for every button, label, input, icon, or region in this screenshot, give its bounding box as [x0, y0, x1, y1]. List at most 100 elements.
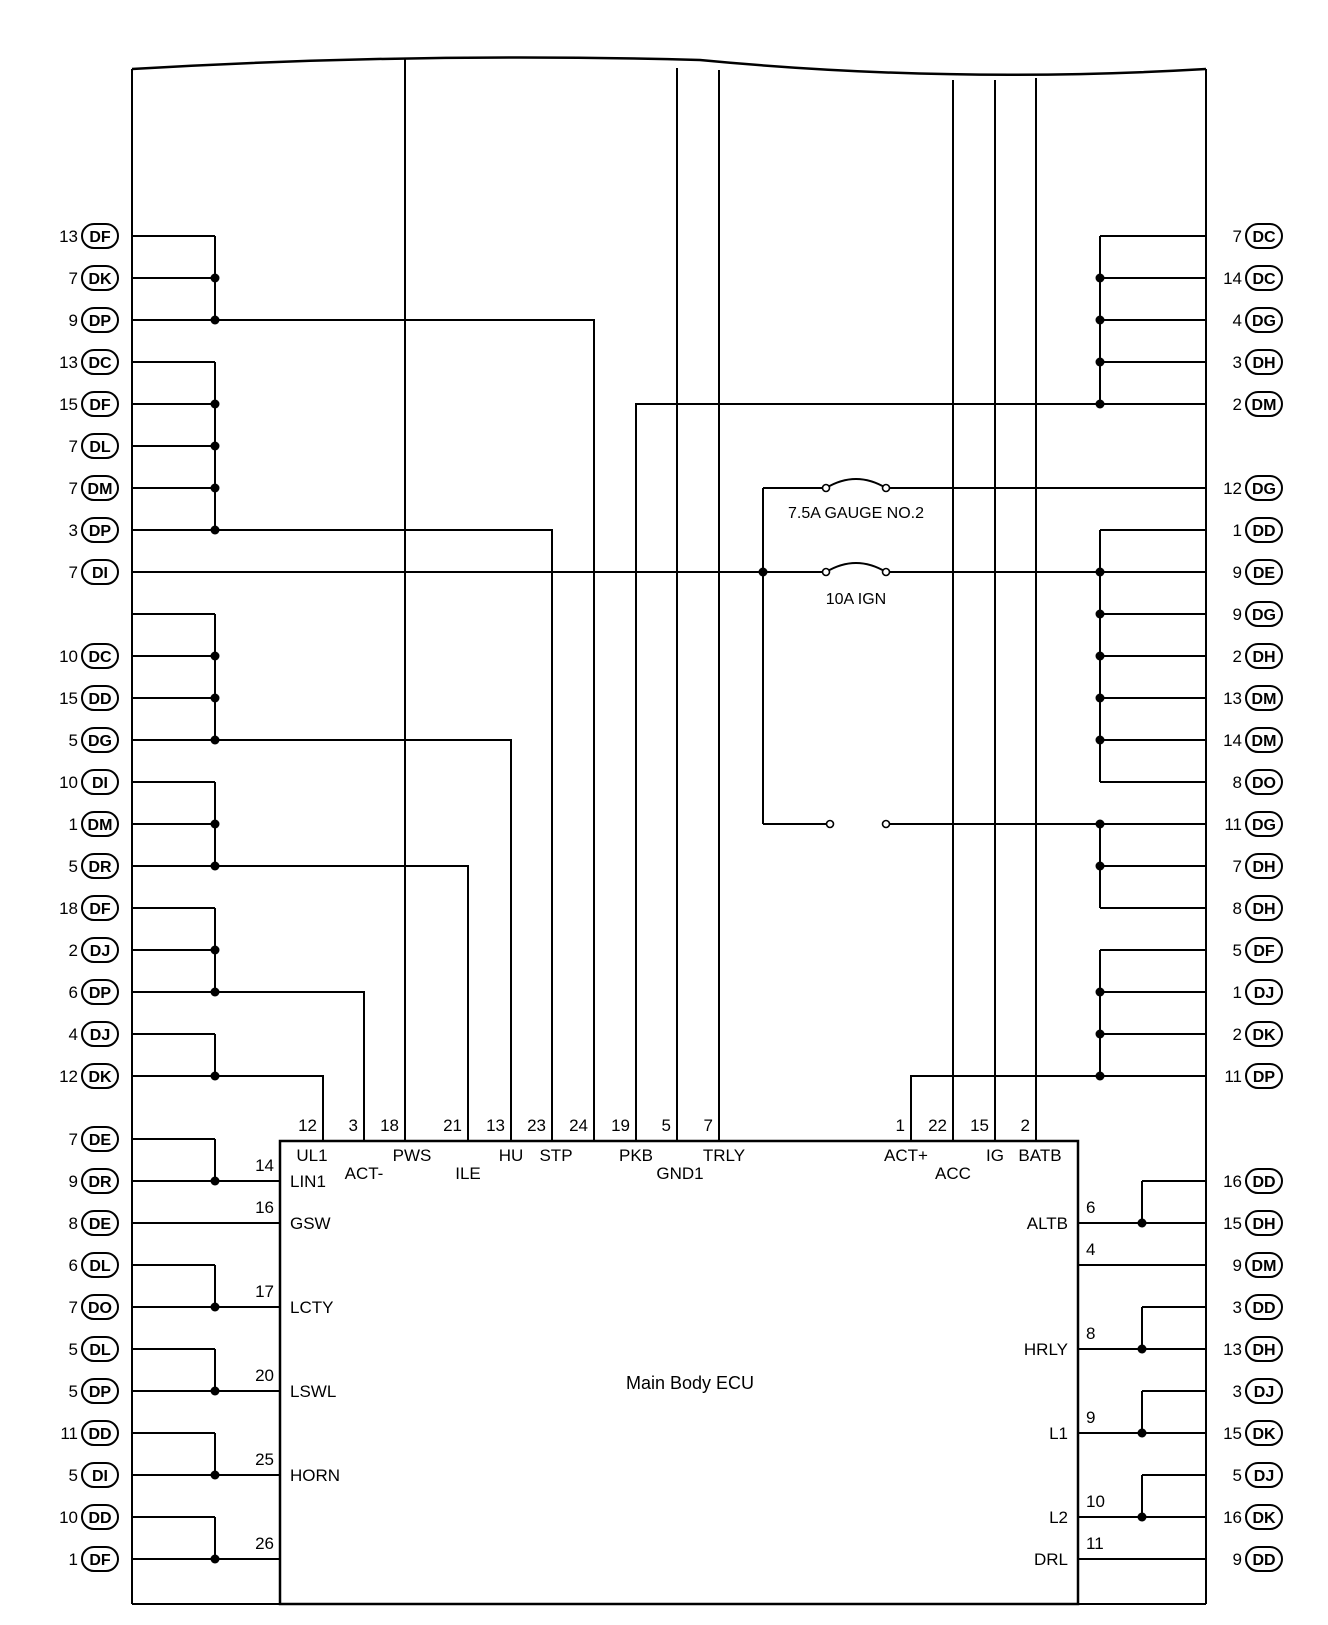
- connector-oval: [1245, 475, 1283, 501]
- left-connector-10: 15 DD: [59, 685, 119, 711]
- connector-pin-number: 3: [1233, 353, 1242, 372]
- wire-pin3: [215, 991, 365, 1141]
- connector-code: DC: [88, 649, 112, 666]
- ecu-right-pin-number: 11: [1086, 1534, 1104, 1553]
- connector-oval: [1245, 769, 1283, 795]
- junction-dot: [1095, 609, 1105, 619]
- connector-oval: [81, 517, 119, 543]
- connector-code: DD: [88, 691, 111, 708]
- ecu-left-pin-signal: LCTY: [290, 1298, 333, 1317]
- connector-pin-number: 15: [1223, 1214, 1242, 1233]
- ecu-right-pin-number: 8: [1086, 1324, 1095, 1343]
- connector-pin-number: 1: [1233, 521, 1242, 540]
- connector-pin-number: 7: [1233, 857, 1242, 876]
- junction-dot: [210, 861, 220, 871]
- junction-dot: [210, 441, 220, 451]
- connector-oval: [81, 895, 119, 921]
- connector-pin-number: 7: [1233, 227, 1242, 246]
- connector-oval: [1245, 895, 1283, 921]
- connector-oval: [1245, 1336, 1283, 1362]
- left-connector-9: 10 DC: [59, 643, 119, 669]
- connector-code: DD: [1252, 1552, 1275, 1569]
- connector-oval: [81, 433, 119, 459]
- connector-oval: [1245, 391, 1283, 417]
- connector-oval: [81, 727, 119, 753]
- connector-code: DJ: [1254, 1468, 1274, 1485]
- connector-oval: [81, 1168, 119, 1194]
- connector-oval: [81, 1021, 119, 1047]
- ecu-top-pin-signal: PKB: [619, 1146, 653, 1165]
- connector-pin-number: 1: [69, 815, 78, 834]
- right-connector-14: 7 DH: [1233, 853, 1283, 879]
- wire-pin12: [215, 1075, 324, 1141]
- connector-oval: [1245, 979, 1283, 1005]
- connector-code: DG: [1252, 817, 1276, 834]
- junction-dot: [1137, 1428, 1147, 1438]
- wire-pin19: [635, 403, 1100, 1141]
- junctions: [210, 273, 1147, 1564]
- ecu-left-pin-number: 16: [255, 1198, 274, 1217]
- connector-code: DG: [1252, 481, 1276, 498]
- connector-code: DD: [1252, 1300, 1275, 1317]
- connector-code: DJ: [90, 1027, 110, 1044]
- connector-pin-number: 5: [1233, 1466, 1242, 1485]
- connector-code: DP: [89, 985, 112, 1002]
- open-terminal: [881, 483, 891, 493]
- ecu-right-pin-number: 10: [1086, 1492, 1105, 1511]
- fuse-ign-label: 10A IGN: [826, 591, 886, 608]
- connector-pin-number: 9: [69, 1172, 78, 1191]
- connector-oval: [81, 307, 119, 333]
- junction-dot: [1095, 1071, 1105, 1081]
- open-terminal: [821, 567, 831, 577]
- connector-pin-number: 7: [69, 437, 78, 456]
- connector-oval: [1245, 727, 1283, 753]
- connector-pin-number: 10: [59, 647, 78, 666]
- connector-pin-number: 15: [59, 689, 78, 708]
- connector-pin-number: 16: [1223, 1508, 1242, 1527]
- connector-code: DE: [89, 1132, 112, 1149]
- connector-code: DL: [89, 1342, 111, 1359]
- junction-dot: [1137, 1344, 1147, 1354]
- ecu-top-pin-number: 7: [704, 1116, 713, 1135]
- junction-dot: [758, 567, 768, 577]
- wire-pin23: [215, 529, 553, 1141]
- connector-oval: [1245, 1021, 1283, 1047]
- ecu-top-pin-signal: ACC: [935, 1164, 971, 1183]
- ecu-top-pin-number: 24: [569, 1116, 588, 1135]
- junction-dot: [210, 693, 220, 703]
- connector-code: DH: [1252, 859, 1275, 876]
- junction-dot: [1095, 735, 1105, 745]
- connector-pin-number: 7: [69, 479, 78, 498]
- connector-code: DD: [88, 1510, 111, 1527]
- wire-pin24: [215, 319, 595, 1141]
- ecu-top-pin-number: 5: [662, 1116, 671, 1135]
- ecu-top-pin-signal: GND1: [656, 1164, 703, 1183]
- connector-code: DC: [1252, 229, 1276, 246]
- connector-code: DH: [1252, 901, 1275, 918]
- connector-oval: [81, 811, 119, 837]
- connector-pin-number: 15: [59, 395, 78, 414]
- junction-dot: [210, 735, 220, 745]
- connector-pin-number: 8: [69, 1214, 78, 1233]
- ecu-left-pin-signal: HORN: [290, 1466, 340, 1485]
